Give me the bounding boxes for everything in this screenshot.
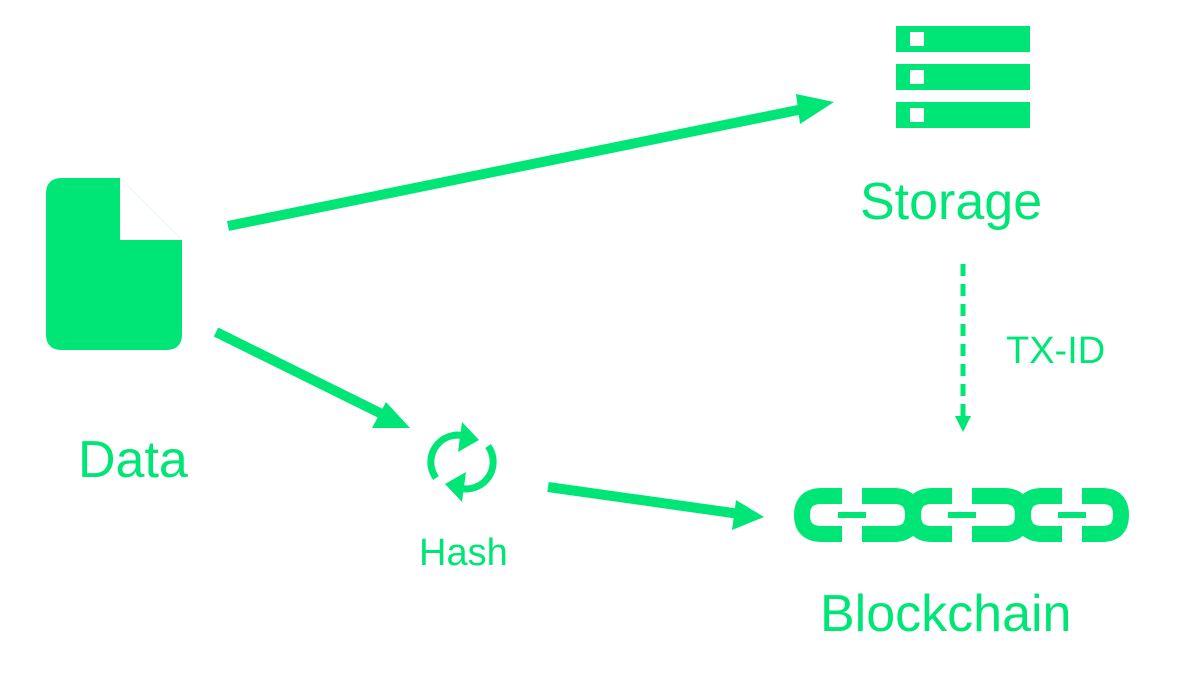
edge-storage-to-blockchain	[955, 264, 971, 432]
edge-data-to-storage	[227, 94, 834, 231]
server-stack-icon	[896, 26, 1030, 128]
edge-hash-to-blockchain	[547, 482, 764, 530]
chain-link-icon	[794, 488, 1129, 542]
edge-data-to-hash	[213, 327, 410, 428]
node-label-hash: Hash	[419, 532, 508, 574]
node-label-data: Data	[78, 431, 188, 489]
node-label-blockchain: Blockchain	[820, 585, 1072, 643]
edge-label-tx-id: TX-ID	[1006, 330, 1106, 372]
sync-icon	[427, 422, 497, 502]
node-label-storage: Storage	[860, 173, 1043, 231]
document-icon	[46, 178, 182, 350]
